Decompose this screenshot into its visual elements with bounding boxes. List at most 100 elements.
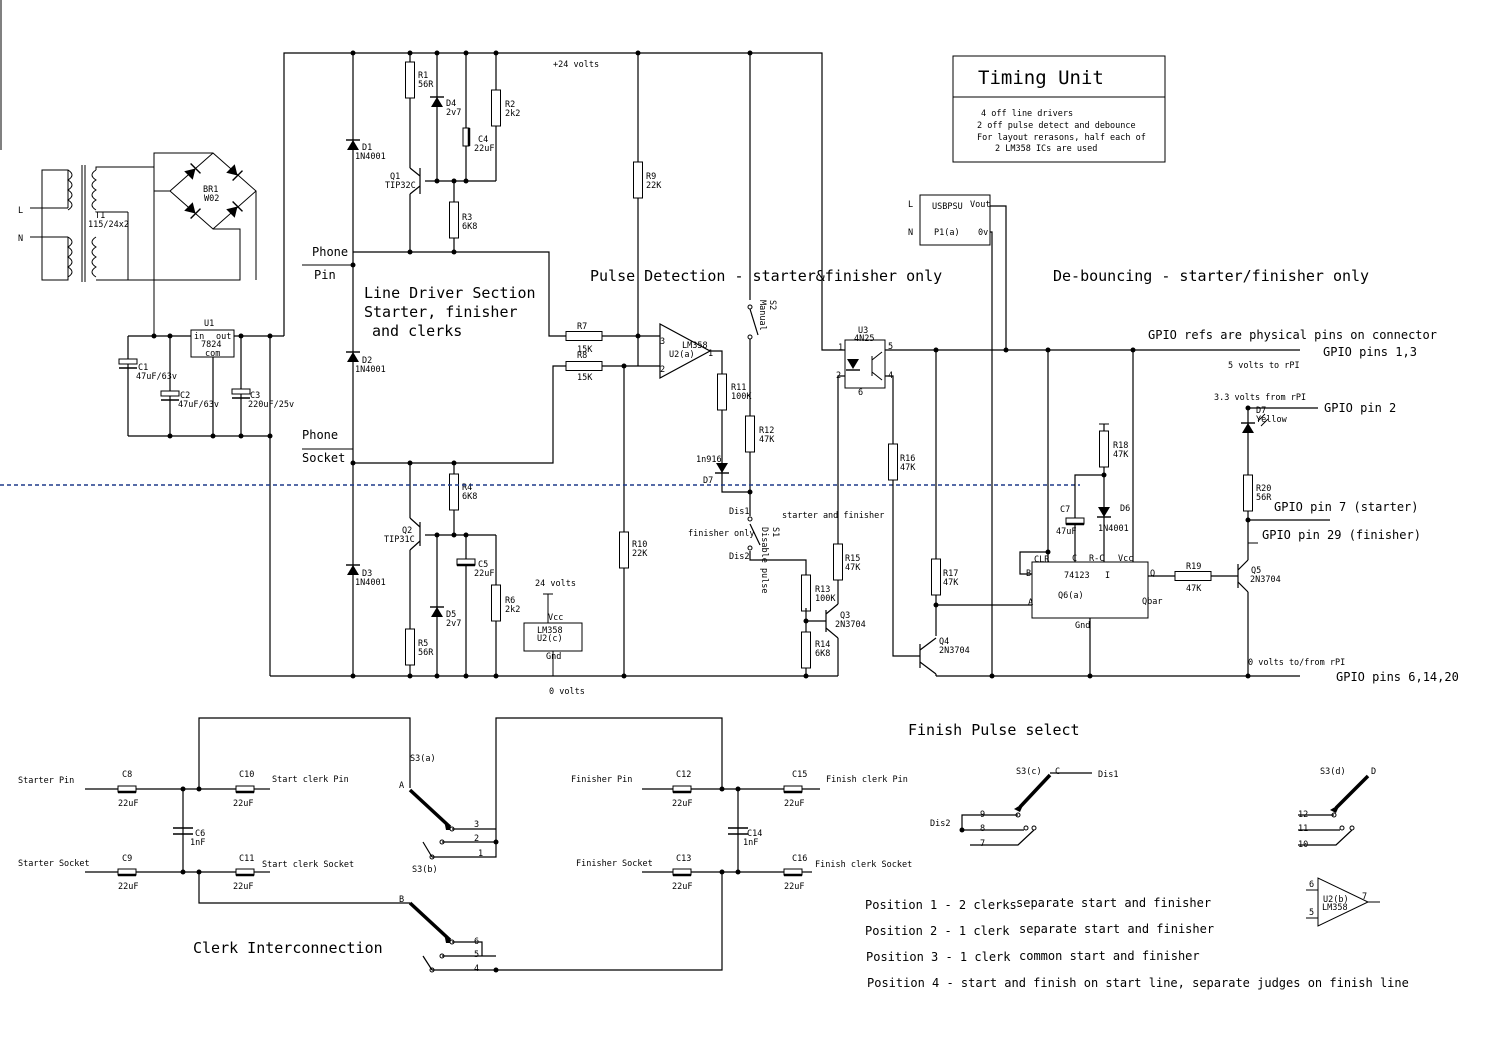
clerk-interconnection: Starter Pin Starter Socket C8 22uF C9 22…	[18, 717, 912, 974]
svg-text:R13: R13	[815, 585, 830, 595]
svg-text:3: 3	[660, 337, 665, 347]
svg-text:A: A	[1028, 598, 1033, 608]
svg-text:Q: Q	[1150, 569, 1155, 579]
svg-text:R7: R7	[577, 322, 587, 332]
svg-text:100K: 100K	[815, 594, 836, 604]
svg-text:out: out	[216, 332, 231, 342]
svg-text:C10: C10	[239, 770, 254, 780]
svg-text:2k2: 2k2	[505, 109, 520, 119]
svg-text:C3: C3	[250, 391, 260, 401]
svg-text:Finish clerk Socket: Finish clerk Socket	[815, 860, 912, 870]
svg-text:N: N	[908, 228, 913, 238]
svg-text:2k2: 2k2	[505, 605, 520, 615]
svg-text:Vcc: Vcc	[548, 613, 563, 623]
svg-text:TIP32C: TIP32C	[385, 181, 416, 191]
svg-text:Starter Pin: Starter Pin	[18, 776, 74, 786]
svg-text:starter and finisher: starter and finisher	[782, 511, 884, 521]
svg-text:6: 6	[858, 388, 863, 398]
svg-text:GPIO pin 29 (finisher): GPIO pin 29 (finisher)	[1262, 528, 1421, 542]
svg-text:D7: D7	[703, 476, 713, 486]
svg-text:2v7: 2v7	[446, 619, 461, 629]
svg-text:LM358: LM358	[682, 341, 708, 351]
svg-text:22uF: 22uF	[233, 799, 253, 809]
op-amp-u2b: U2(b) LM358 6 5 7	[1306, 877, 1380, 927]
svg-text:4 off line drivers: 4 off line drivers	[981, 109, 1073, 119]
position-4-label: Position 4 - start and finish on start l…	[867, 976, 1409, 990]
svg-text:R17: R17	[943, 569, 958, 579]
svg-text:R14: R14	[815, 640, 830, 650]
svg-text:Vcc: Vcc	[1118, 554, 1133, 564]
svg-text:GPIO refs are physical pins on: GPIO refs are physical pins on connector	[1148, 328, 1437, 342]
rail-top-label: +24 volts	[553, 60, 599, 70]
svg-text:6K8: 6K8	[815, 649, 830, 659]
regulator-u1: U1 in out 7824 com C1 47uF/63v C2 47uF/6…	[118, 252, 294, 439]
svg-text:220uF/25v: 220uF/25v	[248, 400, 294, 410]
svg-text:S1: S1	[770, 527, 780, 537]
svg-text:R10: R10	[632, 540, 647, 550]
svg-text:LM358: LM358	[537, 626, 563, 636]
svg-text:P1(a): P1(a)	[934, 228, 960, 238]
svg-text:Finish clerk Pin: Finish clerk Pin	[826, 775, 908, 785]
svg-text:47K: 47K	[943, 578, 959, 588]
svg-text:5 volts to rPI: 5 volts to rPI	[1228, 361, 1300, 371]
svg-text:Phone: Phone	[302, 428, 338, 442]
svg-text:R20: R20	[1256, 484, 1271, 494]
svg-text:Vout: Vout	[970, 200, 990, 210]
svg-text:11: 11	[1298, 824, 1308, 834]
svg-text:C1: C1	[138, 363, 148, 373]
svg-text:47uF/63v: 47uF/63v	[136, 372, 177, 382]
svg-text:CLR: CLR	[1034, 555, 1050, 565]
transformer-t1: L N T1 115/24x2	[18, 165, 154, 282]
svg-text:R3: R3	[462, 213, 472, 223]
svg-text:D4: D4	[446, 99, 456, 109]
position-1-label: Position 1 - 2 clerks	[865, 898, 1017, 912]
svg-text:D6: D6	[1120, 504, 1130, 514]
section-line-driver-2: Starter, finisher	[364, 303, 518, 321]
svg-text:5: 5	[474, 950, 479, 960]
svg-text:I: I	[1105, 571, 1110, 581]
svg-text:S2: S2	[767, 300, 777, 310]
op-amp-u2c-block: 24 volts Vcc LM358 U2(c) Gnd	[523, 579, 583, 676]
svg-text:9: 9	[980, 810, 985, 820]
svg-text:R19: R19	[1186, 562, 1201, 572]
svg-text:R-C: R-C	[1089, 554, 1104, 564]
svg-text:2N3704: 2N3704	[1250, 575, 1281, 585]
svg-text:47K: 47K	[900, 463, 916, 473]
svg-text:Qbar: Qbar	[1142, 597, 1162, 607]
svg-text:R12: R12	[759, 426, 774, 436]
position-list: Position 1 - 2 clerks separate start and…	[865, 896, 1409, 990]
svg-text:R4: R4	[462, 483, 472, 493]
svg-text:U2(a): U2(a)	[669, 350, 695, 360]
svg-text:47uF/63v: 47uF/63v	[178, 400, 219, 410]
svg-text:Q5: Q5	[1251, 566, 1261, 576]
svg-text:1N4001: 1N4001	[355, 152, 386, 162]
svg-text:Disable pulse: Disable pulse	[759, 527, 769, 594]
svg-text:C16: C16	[792, 854, 807, 864]
mains-live-label: L	[18, 206, 23, 216]
svg-text:10: 10	[1298, 840, 1308, 850]
mains-neutral-label: N	[18, 234, 23, 244]
svg-text:22uF: 22uF	[672, 799, 692, 809]
svg-text:22K: 22K	[632, 549, 648, 559]
svg-text:C7: C7	[1060, 505, 1070, 515]
svg-text:Q6(a): Q6(a)	[1058, 591, 1084, 601]
svg-text:GPIO pins 1,3: GPIO pins 1,3	[1323, 345, 1417, 359]
svg-text:Starter Socket: Starter Socket	[18, 859, 90, 869]
svg-text:47K: 47K	[1113, 450, 1129, 460]
svg-text:C6: C6	[195, 829, 205, 839]
svg-text:2N3704: 2N3704	[939, 646, 970, 656]
svg-text:1: 1	[478, 849, 483, 859]
svg-text:47K: 47K	[845, 563, 861, 573]
svg-text:Start clerk Pin: Start clerk Pin	[272, 775, 349, 785]
title-box: Timing Unit 4 off line drivers 2 off pul…	[952, 55, 1166, 163]
svg-text:Dis1: Dis1	[729, 507, 749, 517]
svg-text:C5: C5	[478, 560, 488, 570]
svg-text:S3(b): S3(b)	[412, 865, 438, 875]
svg-text:0v: 0v	[978, 228, 988, 238]
svg-text:Manual: Manual	[757, 300, 767, 331]
svg-text:S3(a): S3(a)	[410, 754, 436, 764]
svg-text:100K: 100K	[731, 392, 752, 402]
svg-text:2: 2	[474, 834, 479, 844]
svg-text:1N4001: 1N4001	[1098, 524, 1129, 534]
svg-text:Finisher Pin: Finisher Pin	[571, 775, 632, 785]
